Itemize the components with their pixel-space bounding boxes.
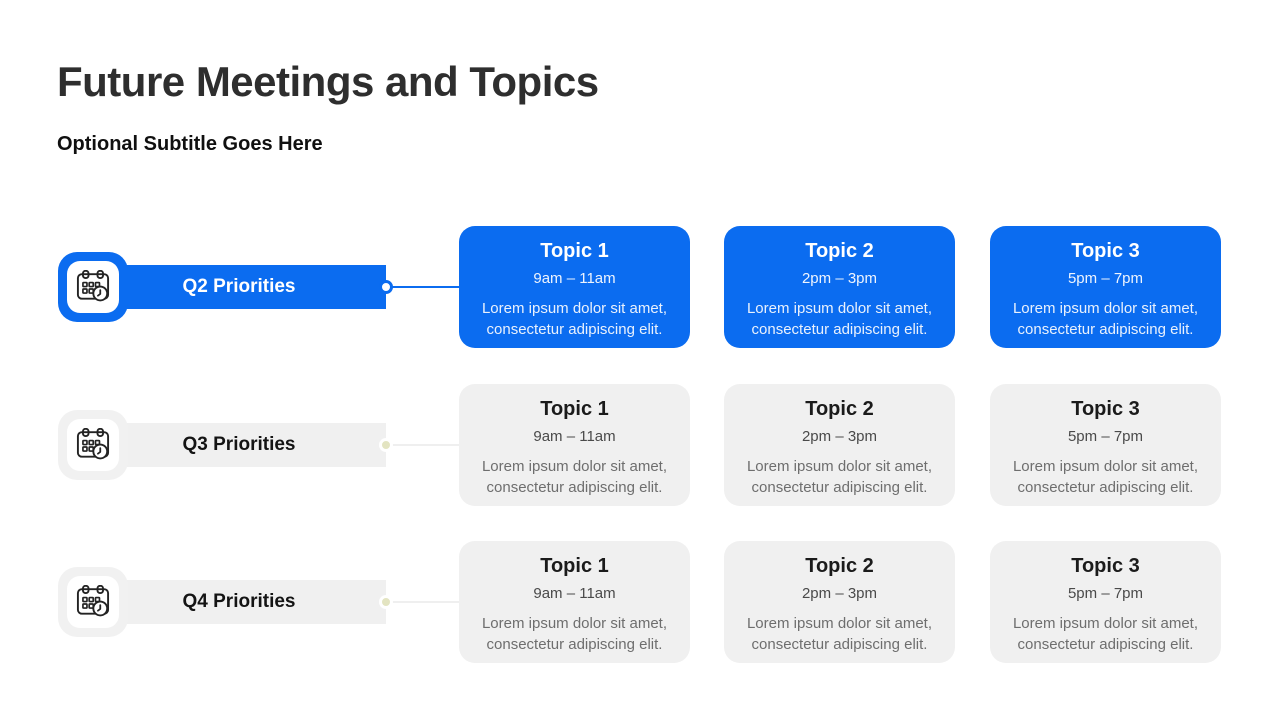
calendar-clock-icon bbox=[76, 585, 110, 617]
topic-title: Topic 1 bbox=[540, 398, 609, 420]
topic-description: Lorem ipsum dolor sit amet, consectetur … bbox=[1012, 615, 1199, 653]
topic-time: 2pm – 3pm bbox=[801, 270, 878, 287]
connector-dot bbox=[379, 280, 393, 294]
calendar-clock-icon bbox=[76, 270, 110, 302]
topic-title: Topic 2 bbox=[805, 240, 874, 262]
page-title: Future Meetings and Topics bbox=[57, 58, 599, 105]
topic-time: 2pm – 3pm bbox=[801, 585, 878, 602]
connector-line bbox=[392, 444, 459, 446]
topic-title: Topic 1 bbox=[540, 240, 609, 262]
q2-priorities-label: Q2 Priorities bbox=[182, 276, 296, 297]
topic-card: Topic 2 2pm – 3pm Lorem ipsum dolor sit … bbox=[724, 226, 955, 348]
icon-tile-inner bbox=[67, 419, 119, 471]
page-subtitle: Optional Subtitle Goes Here bbox=[57, 133, 323, 155]
topic-title: Topic 3 bbox=[1071, 398, 1140, 420]
row-q4-priorities: Q4 Priorities Topic 1 9am – 11am Lorem i… bbox=[0, 541, 1280, 663]
topic-card: Topic 3 5pm – 7pm Lorem ipsum dolor sit … bbox=[990, 226, 1221, 348]
topic-title: Topic 1 bbox=[540, 555, 609, 577]
q3-priorities-label: Q3 Priorities bbox=[182, 434, 296, 455]
topic-description: Lorem ipsum dolor sit amet, consectetur … bbox=[746, 458, 933, 496]
topic-card: Topic 2 2pm – 3pm Lorem ipsum dolor sit … bbox=[724, 384, 955, 506]
topic-title: Topic 3 bbox=[1071, 555, 1140, 577]
topic-card: Topic 1 9am – 11am Lorem ipsum dolor sit… bbox=[459, 541, 690, 663]
topic-description: Lorem ipsum dolor sit amet, consectetur … bbox=[481, 458, 668, 496]
topic-time: 2pm – 3pm bbox=[801, 428, 878, 445]
topic-time: 9am – 11am bbox=[533, 428, 616, 445]
topic-time: 5pm – 7pm bbox=[1067, 270, 1144, 287]
row-q2-priorities: Q2 Priorities Topic 1 9am – 11am Lorem i… bbox=[0, 226, 1280, 348]
q2-priorities-bar: Q2 Priorities bbox=[92, 265, 386, 309]
topic-title: Topic 2 bbox=[805, 398, 874, 420]
topic-title: Topic 2 bbox=[805, 555, 874, 577]
topic-card: Topic 3 5pm – 7pm Lorem ipsum dolor sit … bbox=[990, 384, 1221, 506]
topic-time: 5pm – 7pm bbox=[1067, 428, 1144, 445]
topic-description: Lorem ipsum dolor sit amet, consectetur … bbox=[746, 615, 933, 653]
connector-line bbox=[392, 601, 459, 603]
topic-title: Topic 3 bbox=[1071, 240, 1140, 262]
icon-tile-inner bbox=[67, 261, 119, 313]
q2-icon-tile bbox=[58, 252, 128, 322]
q3-icon-tile bbox=[58, 410, 128, 480]
topic-description: Lorem ipsum dolor sit amet, consectetur … bbox=[746, 300, 933, 338]
topic-card: Topic 1 9am – 11am Lorem ipsum dolor sit… bbox=[459, 226, 690, 348]
q4-priorities-label: Q4 Priorities bbox=[182, 591, 296, 612]
calendar-clock-icon bbox=[76, 428, 110, 460]
topic-time: 9am – 11am bbox=[533, 270, 616, 287]
icon-tile-inner bbox=[67, 576, 119, 628]
topic-time: 9am – 11am bbox=[533, 585, 616, 602]
connector-dot bbox=[379, 438, 393, 452]
q4-priorities-bar: Q4 Priorities bbox=[92, 580, 386, 624]
topic-description: Lorem ipsum dolor sit amet, consectetur … bbox=[481, 615, 668, 653]
topic-description: Lorem ipsum dolor sit amet, consectetur … bbox=[481, 300, 668, 338]
topic-card: Topic 2 2pm – 3pm Lorem ipsum dolor sit … bbox=[724, 541, 955, 663]
topic-card: Topic 1 9am – 11am Lorem ipsum dolor sit… bbox=[459, 384, 690, 506]
connector-line bbox=[392, 286, 459, 288]
connector-dot bbox=[379, 595, 393, 609]
q4-icon-tile bbox=[58, 567, 128, 637]
topic-time: 5pm – 7pm bbox=[1067, 585, 1144, 602]
topic-description: Lorem ipsum dolor sit amet, consectetur … bbox=[1012, 458, 1199, 496]
topic-description: Lorem ipsum dolor sit amet, consectetur … bbox=[1012, 300, 1199, 338]
topic-card: Topic 3 5pm – 7pm Lorem ipsum dolor sit … bbox=[990, 541, 1221, 663]
row-q3-priorities: Q3 Priorities Topic 1 9am – 11am Lorem i… bbox=[0, 384, 1280, 506]
q3-priorities-bar: Q3 Priorities bbox=[92, 423, 386, 467]
